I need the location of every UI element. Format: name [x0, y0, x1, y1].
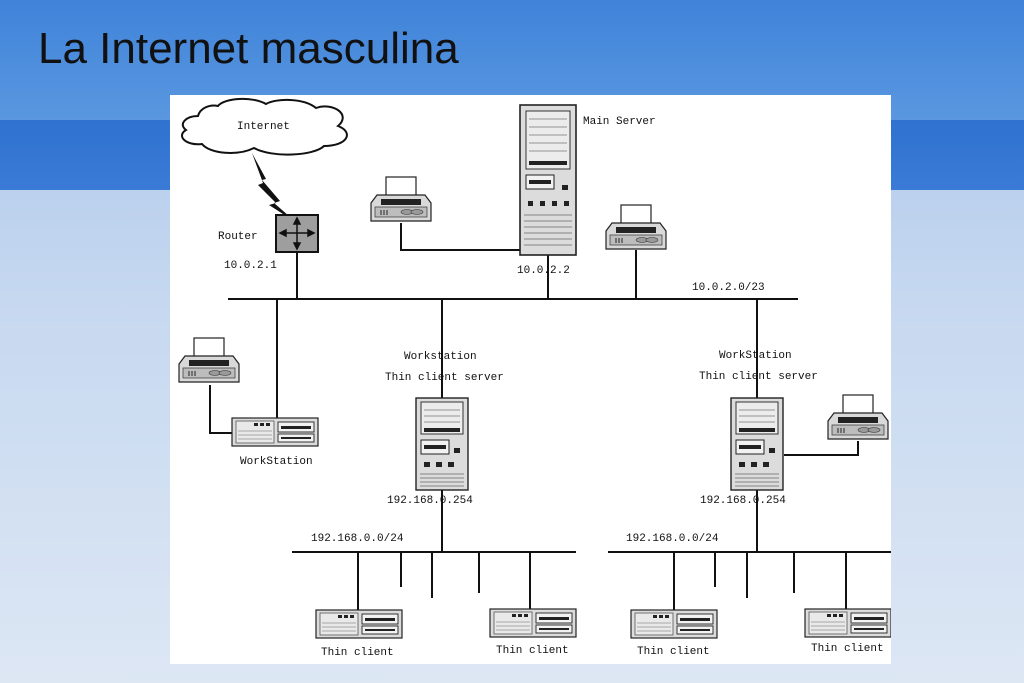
lightning-bolt-icon [252, 153, 297, 223]
ws2-title: WorkStation [719, 350, 792, 362]
thin-client-label: Thin client [637, 646, 710, 658]
thin-client-icon [804, 608, 892, 638]
main-server-icon [519, 104, 577, 256]
ws1-subtitle: Thin client server [385, 372, 504, 384]
network-diagram: Internet Router 10.0.2.1 [170, 95, 892, 664]
thin-client-icon [315, 609, 403, 639]
internet-cloud-icon [181, 98, 348, 156]
ws1-ip: 192.168.0.254 [387, 495, 473, 507]
internet-label: Internet [237, 121, 290, 133]
thin-client-label: Thin client [321, 647, 394, 659]
slide-title: La Internet masculina [38, 24, 459, 73]
ws2-ip: 192.168.0.254 [700, 495, 786, 507]
tower-computer-icon [730, 397, 784, 491]
desktop-computer-icon [231, 417, 319, 447]
tower-computer-icon [415, 397, 469, 491]
printer-icon [605, 204, 667, 250]
network-links [209, 223, 891, 610]
printer-icon [370, 176, 432, 222]
printer-icon [178, 337, 240, 383]
ws2-subtitle: Thin client server [699, 371, 818, 383]
main-server-ip: 10.0.2.2 [517, 265, 570, 277]
main-server-label: Main Server [583, 116, 656, 128]
router-label: Router [218, 231, 258, 243]
workstation-left-label: WorkStation [240, 456, 313, 468]
printer-icon [827, 394, 889, 440]
thin-client-label: Thin client [811, 643, 884, 655]
router-ip: 10.0.2.1 [224, 260, 277, 272]
router-icon [275, 214, 319, 253]
backbone-network-label: 10.0.2.0/23 [692, 282, 765, 294]
subnet2-label: 192.168.0.0/24 [626, 533, 719, 545]
subnet1-label: 192.168.0.0/24 [311, 533, 404, 545]
ws1-title: Workstation [404, 351, 477, 363]
thin-client-icon [489, 608, 577, 638]
thin-client-label: Thin client [496, 645, 569, 657]
thin-client-icon [630, 609, 718, 639]
